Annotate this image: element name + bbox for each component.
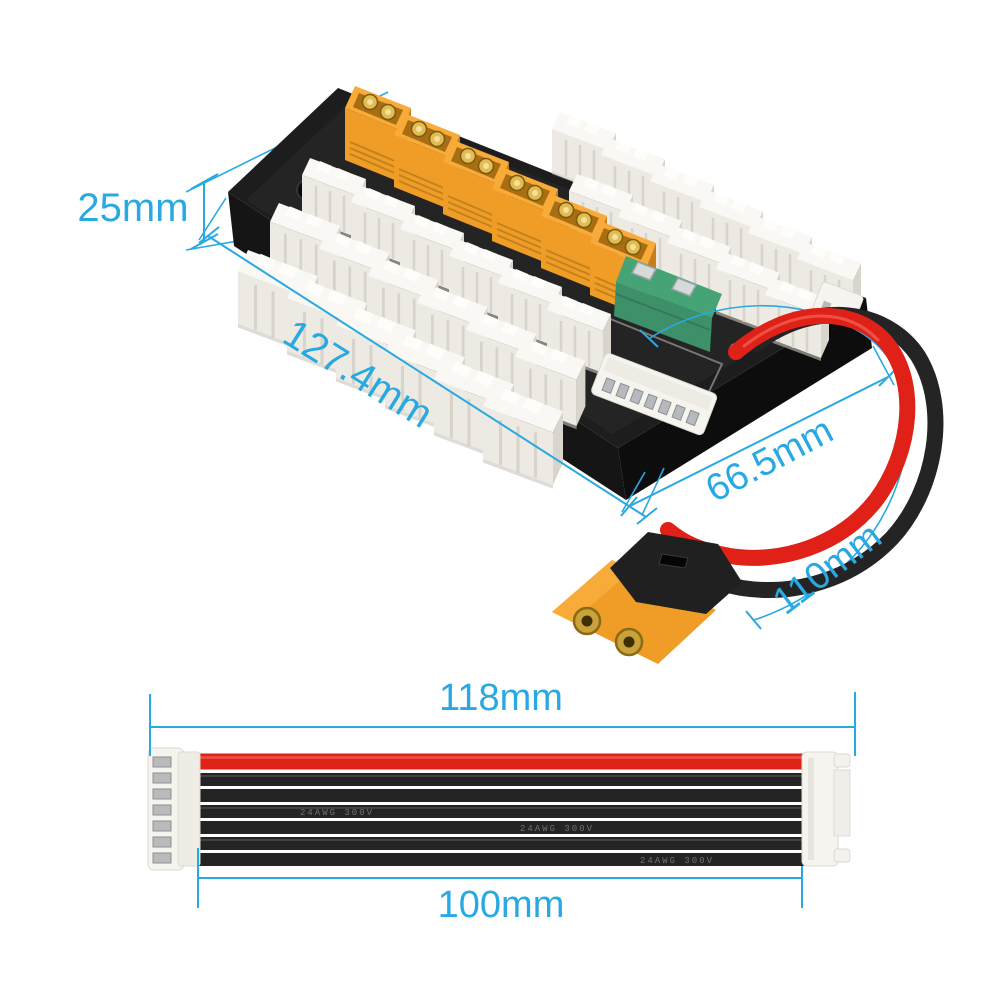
dimension-label-cable-wires: 100mm: [437, 884, 565, 926]
jst-plug-left: [147, 747, 201, 871]
balance-wire-black: [196, 853, 804, 866]
wire-marking: 24AWG 300V: [300, 808, 374, 818]
dimension-lines-cable: [149, 692, 856, 908]
output-wires: [660, 307, 944, 598]
blade-fuse: [614, 256, 722, 352]
dimension-label-board-thickness: 25mm: [77, 186, 189, 230]
wire-marking: 24AWG 300V: [640, 856, 714, 866]
dimension-line-127mm: [207, 235, 647, 518]
wire-marking: 24AWG 300V: [520, 824, 594, 834]
xt60-female-connector: [552, 532, 742, 664]
balance-wire-black: [196, 805, 804, 818]
jst-xh-connector-7pin: [591, 352, 718, 436]
balance-wire-black: [196, 789, 804, 802]
dimension-line-66mm: [627, 376, 889, 508]
balance-cable: 24AWG 300V 24AWG 300V 24AWG 300V: [147, 747, 851, 871]
xt60-female-cap: [610, 532, 742, 614]
balance-wire-black: [196, 773, 804, 786]
balance-wire-black: [196, 837, 804, 850]
balance-wire-black: [196, 821, 804, 834]
jst-plug-right: [801, 751, 851, 867]
dimension-label-cable-overall: 118mm: [439, 677, 563, 719]
